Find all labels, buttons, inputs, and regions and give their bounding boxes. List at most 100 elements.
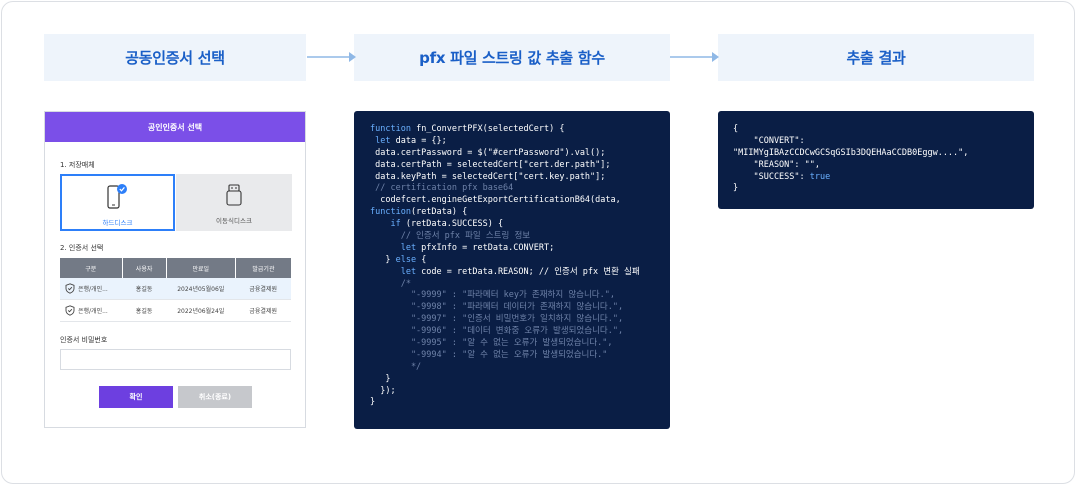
arrow-right-icon <box>670 52 719 62</box>
code-token: "-9994" : "알 수 없는 오류가 발생되었습니다." <box>370 349 608 360</box>
code-token: let <box>370 242 417 253</box>
password-label: 인증서 비밀번호 <box>60 336 108 344</box>
cert-user: 홍길동 <box>122 299 167 322</box>
code-token: data.certPassword = $("#certPassword").v… <box>370 147 606 158</box>
code-token: true <box>809 171 831 182</box>
code-token: data.certPath = selectedCert["cert.der.p… <box>370 159 611 170</box>
code-line: "SUCCESS": true <box>733 172 1034 184</box>
col-header-issuer: 발급기관 <box>235 258 291 278</box>
code-line: // 인증서 pfx 파일 스트링 정보 <box>370 231 670 243</box>
stage-select-certificate: 공동인증서 선택 <box>44 34 306 81</box>
cert-type: 은행/개인... <box>78 308 108 315</box>
code-line: data.keyPath = selectedCert["cert.key.pa… <box>370 172 670 184</box>
code-token: else <box>395 254 417 265</box>
code-line: "-9998" : "파라메터 데이터가 존재하지 않습니다.", <box>370 302 670 314</box>
code-token: } <box>733 183 739 194</box>
code-token: "MIIMYgIBAzCCDCwGCSqGSIb3DQEHAaCCDB0Eggw… <box>733 147 969 158</box>
table-row[interactable]: 은행/개인... 홍길동 2022년06월24일 금융결제원 <box>60 299 291 322</box>
code-line: data.certPassword = $("#certPassword").v… <box>370 148 670 160</box>
code-line: // certification pfx base64 <box>370 183 670 195</box>
code-token: data.keyPath = selectedCert["cert.key.pa… <box>370 171 606 182</box>
result-code-block: { "CONVERT":"MIIMYgIBAzCCDCwGCSqGSIb3DQE… <box>718 111 1034 209</box>
code-line: "-9996" : "데이터 변화중 오류가 발생되었습니다.", <box>370 326 670 338</box>
code-token: // 인증서 pfx 파일 스트링 정보 <box>370 231 531 242</box>
cert-select-label: 2. 인증서 선택 <box>60 244 104 252</box>
code-line: } <box>370 374 670 386</box>
code-token: */ <box>370 361 422 372</box>
shield-check-icon <box>65 283 75 294</box>
storage-label: 1. 저장매체 <box>60 161 95 169</box>
storage-removable-disk[interactable]: 이동식디스크 <box>176 174 292 231</box>
code-line: */ <box>370 362 670 374</box>
code-token: "REASON": "", <box>733 159 820 170</box>
confirm-button[interactable]: 확인 <box>99 386 173 408</box>
code-line: if (retData.SUCCESS) { <box>370 219 670 231</box>
storage-harddisk-label: 하드디스크 <box>102 219 133 227</box>
code-line: }); <box>370 386 670 398</box>
code-token: "CONVERT": <box>733 135 805 146</box>
code-token: "SUCCESS": <box>733 171 810 182</box>
shield-check-icon <box>65 305 75 316</box>
code-line: "-9999" : "파라메터 key가 존재하지 않습니다.", <box>370 290 670 302</box>
code-token: // certification pfx base64 <box>370 183 514 194</box>
code-line: "CONVERT": <box>733 136 1034 148</box>
code-line: { <box>733 124 1034 136</box>
code-token: /* <box>370 278 411 289</box>
code-line: function fn_ConvertPFX(selectedCert) { <box>370 124 670 136</box>
code-line: /* <box>370 279 670 291</box>
code-line: let pfxInfo = retData.CONVERT; <box>370 243 670 255</box>
usb-drive-icon <box>226 184 242 206</box>
password-input[interactable] <box>60 349 291 370</box>
code-token: "-9996" : "데이터 변화중 오류가 발생되었습니다.", <box>370 326 624 337</box>
code-line: let data = {}; <box>370 136 670 148</box>
code-line: let code = retData.REASON; // 인증서 pfx 변환… <box>370 267 670 279</box>
code-line: "-9994" : "알 수 없는 오류가 발생되었습니다." <box>370 350 670 362</box>
arrow-right-icon <box>307 52 356 62</box>
code-token: "-9998" : "파라메터 데이터가 존재하지 않습니다.", <box>370 302 624 313</box>
cert-expiry: 2022년06월24일 <box>166 299 236 322</box>
code-token: data = {}; <box>390 135 447 146</box>
code-token: (retData.SUCCESS) { <box>400 219 504 230</box>
code-token: function <box>370 207 411 218</box>
code-line: } <box>733 183 1034 195</box>
code-token: { <box>733 124 739 134</box>
cert-issuer: 금융결제원 <box>235 278 291 300</box>
code-token: if <box>370 219 401 230</box>
code-token: (retData) { <box>410 207 468 218</box>
cancel-button[interactable]: 취소(종료) <box>178 386 252 408</box>
function-code-block: function fn_ConvertPFX(selectedCert) { l… <box>354 111 670 429</box>
code-token: { <box>416 254 427 265</box>
certificate-table: 구분 사용자 만료일 발급기관 은행/개인... 홍길동 <box>60 258 291 322</box>
code-token: } <box>370 397 376 408</box>
code-line: "-9995" : "알 수 없는 오류가 발생되었습니다.", <box>370 338 670 350</box>
code-token: let <box>370 135 391 146</box>
dialog-title: 공인인증서 선택 <box>45 112 305 142</box>
code-token: } <box>370 373 391 384</box>
col-header-expiry: 만료일 <box>166 258 236 278</box>
col-header-type: 구분 <box>60 258 123 278</box>
table-row[interactable]: 은행/개인... 홍길동 2024년05월06일 금융결제원 <box>60 278 291 300</box>
col-header-user: 사용자 <box>122 258 167 278</box>
code-token: "-9997" : "인증서 비밀번호가 일치하지 않습니다.", <box>370 314 624 325</box>
cert-user: 홍길동 <box>122 278 167 300</box>
code-token: function <box>370 124 411 134</box>
code-token: codefcert.engineGetExportCertificationB6… <box>370 195 621 206</box>
code-line: } else { <box>370 255 670 267</box>
code-line: "REASON": "", <box>733 160 1034 172</box>
storage-removable-label: 이동식디스크 <box>216 217 252 225</box>
code-line: data.certPath = selectedCert["cert.der.p… <box>370 160 670 172</box>
certificate-dialog: 공인인증서 선택 1. 저장매체 하드디스크 이동식디스크 2. 인증서 선택 … <box>44 111 306 428</box>
code-line: codefcert.engineGetExportCertificationB6… <box>370 195 670 207</box>
code-line: "MIIMYgIBAzCCDCwGCSqGSIb3DQEHAaCCDB0Eggw… <box>733 148 1034 160</box>
stage-extract-function: pfx 파일 스트링 값 추출 함수 <box>354 34 670 81</box>
code-token: let <box>370 266 417 277</box>
cert-issuer: 금융결제원 <box>235 299 291 322</box>
code-token: code = retData.REASON; // 인증서 pfx 변환 실패 <box>416 266 640 277</box>
cert-expiry: 2024년05월06일 <box>166 278 236 300</box>
storage-harddisk[interactable]: 하드디스크 <box>60 174 175 231</box>
code-line: function(retData) { <box>370 207 670 219</box>
cert-type: 은행/개인... <box>78 286 108 293</box>
code-line: "-9997" : "인증서 비밀번호가 일치하지 않습니다.", <box>370 314 670 326</box>
stage-extract-result: 추출 결과 <box>718 34 1034 81</box>
code-token: fn_ConvertPFX(selectedCert) { <box>410 124 565 134</box>
